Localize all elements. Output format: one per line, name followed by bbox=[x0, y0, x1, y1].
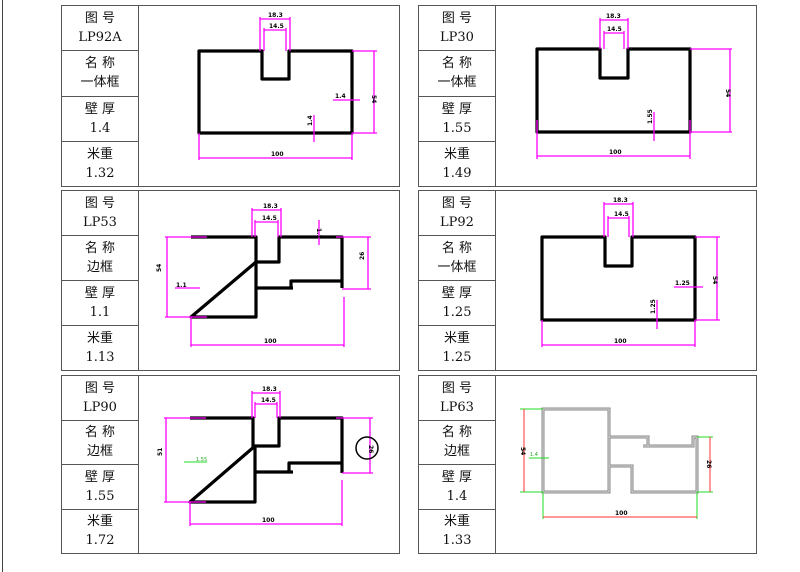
page-edge-line bbox=[2, 0, 3, 572]
code-label: 图 号 bbox=[84, 380, 116, 396]
name-label: 名 称 bbox=[84, 425, 116, 441]
profile-card-lp92a: 图 号 LP92A 名 称一体框 壁 厚 1.4 米重 1.32 bbox=[61, 5, 400, 187]
name-cell: 名 称边框 bbox=[62, 421, 138, 465]
spec-column: 图 号 LP53 名 称边框 壁 厚 1.1 米重 1.13 bbox=[62, 191, 139, 370]
code-cell: 图 号 LP92A bbox=[62, 6, 138, 52]
name-value: 一体框 bbox=[437, 75, 477, 91]
spec-column: 图 号 LP92A 名 称一体框 壁 厚 1.4 米重 1.32 bbox=[62, 6, 139, 186]
profile-card-lp90: 图 号 LP90 名 称边框 壁 厚 1.55 米重 1.72 bbox=[61, 375, 400, 554]
weight-label: 米重 bbox=[443, 146, 470, 162]
wall-label: 壁 厚 bbox=[84, 469, 116, 485]
weight-cell: 米重 1.32 bbox=[62, 142, 138, 186]
name-label: 名 称 bbox=[84, 56, 116, 72]
name-cell: 名 称一体框 bbox=[419, 236, 495, 281]
code-value: LP63 bbox=[440, 399, 474, 415]
profile-card-lp92: 图 号 LP92 名 称一体框 壁 厚 1.25 米重 1.25 bbox=[418, 190, 757, 371]
wall-label: 壁 厚 bbox=[441, 469, 473, 485]
name-value: 边框 bbox=[443, 444, 470, 460]
wall-value: 1.55 bbox=[85, 488, 115, 504]
wall-label: 壁 厚 bbox=[84, 286, 116, 301]
name-value: 边框 bbox=[86, 444, 113, 460]
wall-value: 1.25 bbox=[442, 305, 472, 320]
drawing-area bbox=[496, 6, 756, 186]
weight-value: 1.49 bbox=[442, 165, 472, 181]
wall-label: 壁 厚 bbox=[441, 101, 473, 117]
weight-value: 1.13 bbox=[85, 350, 115, 365]
spec-column: 图 号 LP63 名 称边框 壁 厚 1.4 米重 1.33 bbox=[419, 376, 496, 553]
spec-column: 图 号 LP30 名 称一体框 壁 厚 1.55 米重 1.49 bbox=[419, 6, 496, 186]
weight-value: 1.32 bbox=[85, 165, 115, 181]
drawing-area bbox=[496, 191, 756, 370]
wall-value: 1.4 bbox=[89, 120, 111, 136]
code-cell: 图 号 LP92 bbox=[419, 191, 495, 236]
drawing-area bbox=[139, 6, 399, 186]
code-cell: 图 号 LP53 bbox=[62, 191, 138, 236]
spec-column: 图 号 LP90 名 称边框 壁 厚 1.55 米重 1.72 bbox=[62, 376, 139, 553]
weight-cell: 米重 1.49 bbox=[419, 142, 495, 186]
drawing-area bbox=[139, 376, 399, 553]
name-cell: 名 称一体框 bbox=[419, 51, 495, 97]
name-label: 名 称 bbox=[441, 241, 473, 256]
drawing-area bbox=[496, 376, 756, 553]
wall-cell: 壁 厚 1.4 bbox=[62, 97, 138, 142]
code-label: 图 号 bbox=[84, 196, 116, 211]
spec-column: 图 号 LP92 名 称一体框 壁 厚 1.25 米重 1.25 bbox=[419, 191, 496, 370]
code-value: LP92A bbox=[78, 30, 122, 46]
name-value: 边框 bbox=[86, 260, 113, 275]
code-label: 图 号 bbox=[441, 380, 473, 396]
code-value: LP30 bbox=[440, 30, 474, 46]
name-value: 一体框 bbox=[437, 260, 477, 275]
wall-cell: 壁 厚 1.25 bbox=[419, 281, 495, 326]
weight-value: 1.72 bbox=[85, 533, 115, 549]
profile-card-lp30: 图 号 LP30 名 称一体框 壁 厚 1.55 米重 1.49 bbox=[418, 5, 757, 187]
weight-cell: 米重 1.72 bbox=[62, 510, 138, 554]
weight-cell: 米重 1.13 bbox=[62, 326, 138, 370]
name-label: 名 称 bbox=[441, 425, 473, 441]
name-value: 一体框 bbox=[80, 75, 120, 91]
code-value: LP53 bbox=[83, 215, 117, 230]
name-cell: 名 称边框 bbox=[419, 421, 495, 465]
weight-label: 米重 bbox=[86, 331, 113, 346]
weight-cell: 米重 1.33 bbox=[419, 510, 495, 554]
wall-cell: 壁 厚 1.55 bbox=[62, 465, 138, 510]
wall-cell: 壁 厚 1.55 bbox=[419, 97, 495, 142]
code-cell: 图 号 LP90 bbox=[62, 376, 138, 421]
wall-cell: 壁 厚 1.4 bbox=[419, 465, 495, 510]
weight-value: 1.25 bbox=[442, 350, 472, 365]
weight-cell: 米重 1.25 bbox=[419, 326, 495, 370]
code-cell: 图 号 LP63 bbox=[419, 376, 495, 421]
code-value: LP92 bbox=[440, 215, 474, 230]
profile-card-lp53: 图 号 LP53 名 称边框 壁 厚 1.1 米重 1.13 bbox=[61, 190, 400, 371]
code-label: 图 号 bbox=[84, 11, 116, 27]
name-label: 名 称 bbox=[84, 241, 116, 256]
drawing-area bbox=[139, 191, 399, 370]
weight-label: 米重 bbox=[443, 331, 470, 346]
wall-label: 壁 厚 bbox=[84, 101, 116, 117]
name-cell: 名 称边框 bbox=[62, 236, 138, 281]
weight-value: 1.33 bbox=[442, 533, 472, 549]
weight-label: 米重 bbox=[86, 146, 113, 162]
name-cell: 名 称一体框 bbox=[62, 51, 138, 97]
code-cell: 图 号 LP30 bbox=[419, 6, 495, 52]
code-value: LP90 bbox=[83, 399, 117, 415]
profile-card-lp63: 图 号 LP63 名 称边框 壁 厚 1.4 米重 1.33 bbox=[418, 375, 757, 554]
wall-value: 1.1 bbox=[89, 305, 111, 320]
wall-label: 壁 厚 bbox=[441, 286, 473, 301]
weight-label: 米重 bbox=[86, 514, 113, 530]
code-label: 图 号 bbox=[441, 196, 473, 211]
wall-cell: 壁 厚 1.1 bbox=[62, 281, 138, 326]
wall-value: 1.55 bbox=[442, 120, 472, 136]
code-label: 图 号 bbox=[441, 11, 473, 27]
weight-label: 米重 bbox=[443, 514, 470, 530]
wall-value: 1.4 bbox=[446, 488, 468, 504]
name-label: 名 称 bbox=[441, 56, 473, 72]
